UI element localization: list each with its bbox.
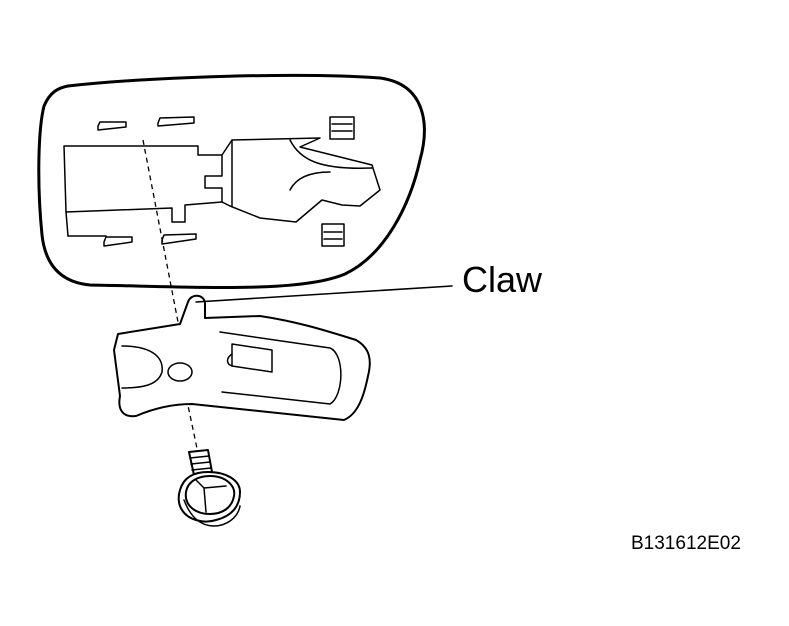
claw-leader — [195, 285, 453, 303]
figure-code-label: B131612E02 — [631, 533, 741, 554]
bracket — [113, 294, 371, 421]
alignment-guides — [142, 139, 200, 459]
cover-housing — [37, 73, 426, 289]
bolt — [177, 449, 241, 527]
slot-details — [97, 116, 355, 247]
inner-mechanism — [63, 137, 381, 237]
claw-label: Claw — [462, 259, 543, 300]
